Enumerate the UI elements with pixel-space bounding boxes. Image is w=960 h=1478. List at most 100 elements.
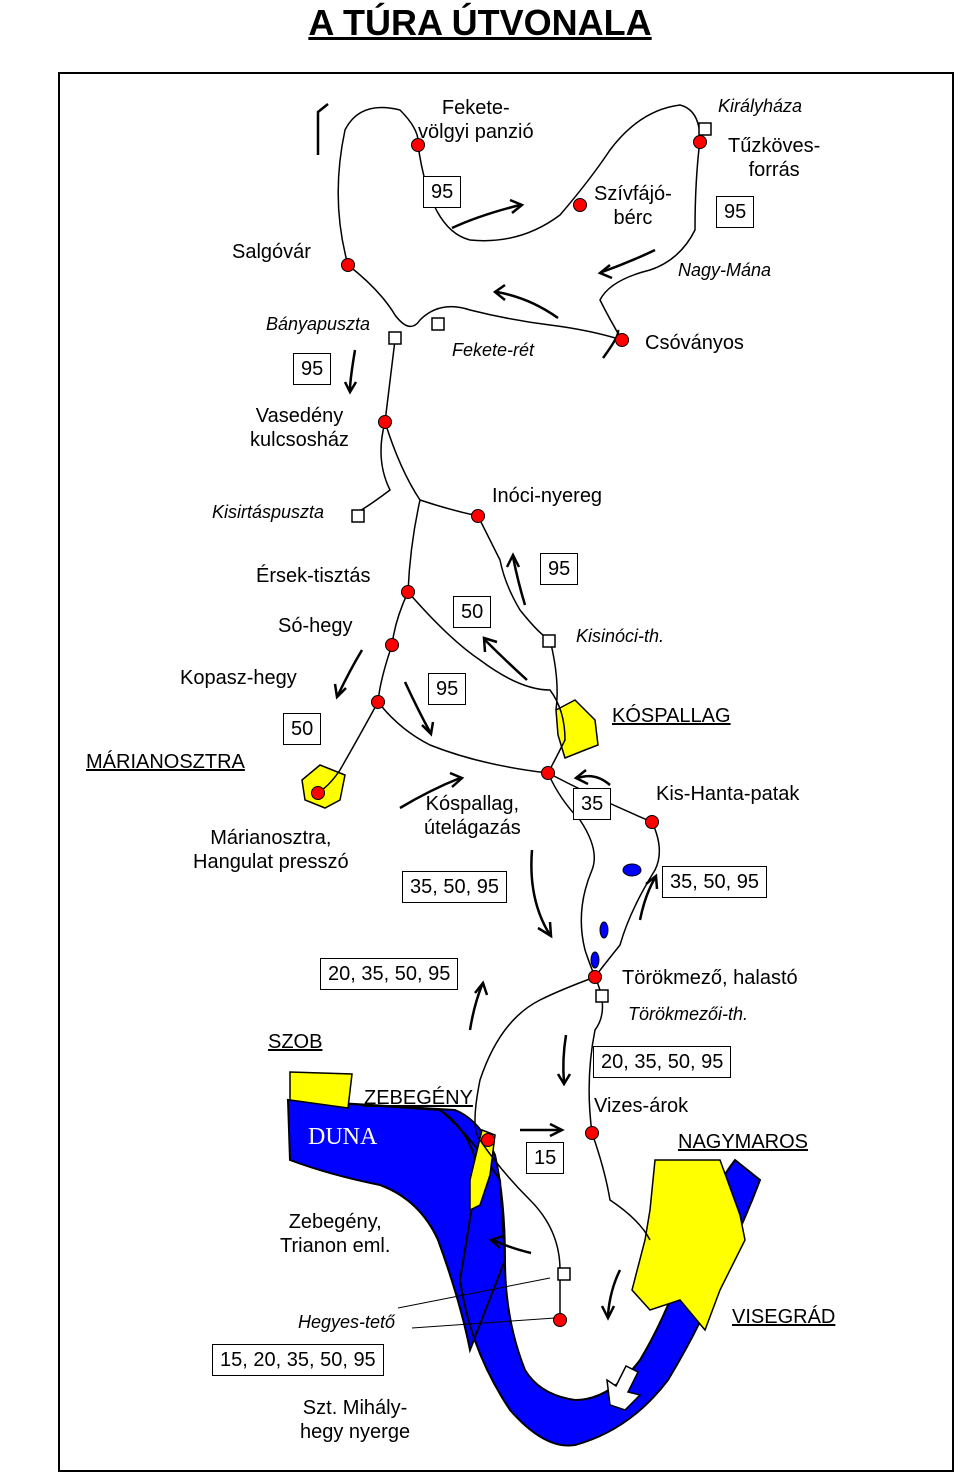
stop-tuzkoves (693, 135, 707, 149)
stop-ersek (401, 585, 415, 599)
wp-kisirtas (351, 509, 365, 523)
stop-vizesarok (585, 1126, 599, 1140)
arrow (484, 639, 528, 681)
arrow (451, 203, 521, 230)
wp-torokmezoi (595, 989, 609, 1003)
pointer-lines (397, 1277, 556, 1329)
arrow-head (556, 1073, 572, 1087)
arrow-head (549, 1122, 565, 1138)
route-box: 20, 35, 50, 95 (320, 958, 459, 990)
label-vizesarok: Vizes-árok (594, 1095, 689, 1117)
route-box: 95 (423, 176, 462, 208)
arrow (601, 248, 656, 274)
arrow-head (537, 921, 553, 939)
label-szivfajo: Szívfájó- bérc (594, 183, 672, 229)
map-frame (58, 72, 954, 1472)
route-box: 50 (453, 596, 492, 628)
label-kospallag: KÓSPALLAG (612, 705, 731, 727)
arrow (601, 329, 620, 359)
label-salgovar: Salgóvár (232, 241, 311, 263)
route-box: 35, 50, 95 (402, 871, 507, 903)
stop-kishanta (645, 815, 659, 829)
arrow-head (600, 1305, 616, 1321)
label-hegyesteto: Hegyes-tető (298, 1312, 396, 1332)
label-kiralyhaza: Királyháza (718, 96, 803, 116)
label-kishanta: Kis-Hanta-patak (656, 783, 800, 805)
wp-kisinoci (542, 634, 556, 648)
zebegeny-town (469, 1128, 496, 1212)
route-box: 50 (283, 713, 322, 745)
label-marianosztra: MÁRIANOSZTRA (86, 751, 245, 773)
stop-zebegeny (481, 1133, 495, 1147)
label-kopaszhegy: Kopasz-hegy (180, 667, 297, 689)
route-box: 15 (526, 1142, 565, 1174)
route-box: 35, 50, 95 (662, 866, 767, 898)
route-box: 95 (716, 196, 755, 228)
label-trianon: Zebegény, Trianon eml. (280, 1211, 391, 1257)
stop-feketevolgyi (411, 138, 425, 152)
label-kisirtaspuszta: Kisirtáspuszta (212, 502, 325, 522)
arrow (399, 776, 461, 810)
arrow (468, 984, 484, 1031)
label-kospallag-utelagazas: Kóspallag, útelágazás (424, 793, 521, 839)
label-zebegeny: ZEBEGÉNY (364, 1087, 473, 1109)
arrow-head (573, 769, 589, 786)
nagymaros-town (631, 1159, 746, 1332)
block-arrow (606, 1364, 642, 1411)
arrow (316, 103, 329, 155)
arrow-head (509, 198, 525, 214)
label-inoci: Inóci-nyereg (492, 485, 603, 507)
arrow (336, 649, 364, 696)
arrow (577, 774, 611, 786)
stop-salgovar (341, 258, 355, 272)
stop-kopasz (371, 695, 385, 709)
stop-torokmezo (588, 970, 602, 984)
stop-marianosztra (311, 786, 325, 800)
label-nagymaros: NAGYMAROS (678, 1131, 809, 1153)
arrow-head (488, 1234, 504, 1249)
arrow-head (421, 721, 435, 737)
label-feketeret: Fekete-rét (452, 340, 535, 360)
arrow-head (343, 381, 358, 395)
hiking-route (317, 104, 701, 1320)
arrow (348, 349, 357, 391)
waypoints (351, 122, 712, 1281)
arrow (511, 556, 527, 606)
kospallag-town (555, 699, 599, 759)
stop-inoci (471, 509, 485, 523)
arrow-head (449, 771, 465, 788)
stop-csovanyos (615, 333, 629, 347)
wp-feketeret (431, 317, 445, 331)
map-title: A TÚRA ÚTVONALA (308, 2, 652, 43)
label-szt-mihaly: Szt. Mihály- hegy nyerge (300, 1397, 411, 1443)
arrow (606, 1269, 622, 1316)
wp-hegyesteto (557, 1267, 571, 1281)
arrow (562, 1034, 568, 1083)
label-szob: SZOB (268, 1031, 323, 1053)
stop-vasedeny (378, 415, 392, 429)
route-box: 15, 20, 35, 50, 95 (212, 1344, 384, 1376)
arrow (403, 681, 432, 733)
arrow (496, 290, 559, 320)
arrow-head (482, 636, 498, 653)
direction-arrows (316, 103, 659, 1321)
arrow (638, 877, 657, 921)
arrow-head (645, 873, 659, 890)
label-torokmezo: Törökmező, halastó (622, 967, 798, 989)
label-banyapuszta: Bányapuszta (266, 314, 371, 334)
arrow-head (597, 264, 613, 280)
arrow (530, 849, 552, 936)
arrow-head (505, 552, 521, 568)
route-box: 95 (428, 673, 467, 705)
label-torokmezoi-th: Törökmezői-th. (628, 1004, 749, 1024)
stop-hegyes (553, 1313, 567, 1327)
stop-kospallag (541, 766, 555, 780)
arrow-head (333, 683, 347, 700)
label-feketevolgyi: Fekete- völgyi panzió (418, 97, 534, 143)
label-tuzkoves: Tűzköves- forrás (728, 135, 821, 181)
stop-sohegy (385, 638, 399, 652)
szob-town (289, 1071, 353, 1109)
route-box: 35 (573, 788, 612, 820)
label-nagymana: Nagy-Mána (678, 260, 772, 280)
